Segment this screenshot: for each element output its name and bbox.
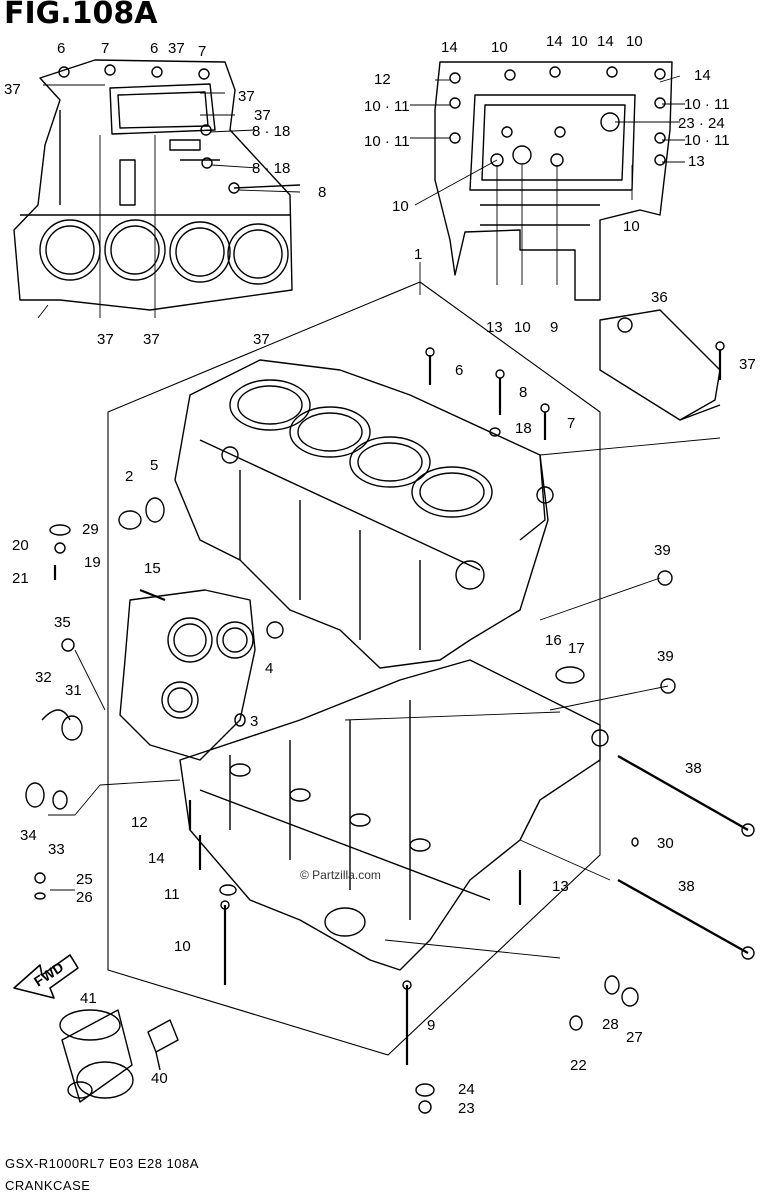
- callout-37f: 37: [143, 331, 160, 348]
- callout-1011c: 10 · 11: [364, 133, 410, 150]
- callout-31: 31: [65, 682, 82, 699]
- small-parts: [25, 427, 676, 1114]
- upper-crankcase: [174, 359, 554, 669]
- callout-12a: 12: [374, 71, 391, 88]
- callout-37a: 37: [168, 40, 185, 57]
- callout-3: 3: [250, 713, 258, 730]
- callout-37g: 37: [253, 331, 270, 348]
- figure-caption: CRANKCASE: [5, 1178, 91, 1193]
- callout-2: 2: [125, 468, 133, 485]
- side-cover: [119, 589, 256, 761]
- callout-1: 1: [414, 246, 422, 263]
- callout-37e: 37: [97, 331, 114, 348]
- fitting-40: [147, 1019, 179, 1071]
- callout-10e: 10: [623, 218, 640, 235]
- callout-818a: 8 · 18: [252, 123, 290, 140]
- callout-11: 11: [164, 886, 180, 903]
- callout-1011d: 10 · 11: [684, 132, 730, 149]
- callout-6b: 6: [150, 40, 158, 57]
- callout-1011b: 10 · 11: [684, 96, 730, 113]
- callout-5: 5: [150, 457, 158, 474]
- cover-36: [599, 309, 721, 421]
- callout-17: 17: [568, 640, 585, 657]
- callout-6a: 6: [57, 40, 65, 57]
- callout-14a: 14: [441, 39, 458, 56]
- callout-14e: 14: [148, 850, 165, 867]
- callout-14d: 14: [694, 67, 711, 84]
- callout-33: 33: [48, 841, 65, 858]
- callout-12b: 12: [131, 814, 148, 831]
- callout-8b: 8: [519, 384, 527, 401]
- callout-10g: 10: [174, 938, 191, 955]
- callout-39b: 39: [657, 648, 674, 665]
- callout-6c: 6: [455, 362, 463, 379]
- callout-13c: 13: [552, 878, 569, 895]
- callout-9a: 9: [550, 319, 558, 336]
- callout-23: 23: [458, 1100, 475, 1117]
- callout-15: 15: [144, 560, 161, 577]
- callout-22: 22: [570, 1057, 587, 1074]
- fwd-label: FWD: [31, 959, 66, 990]
- model-code: GSX-R1000RL7 E03 E28 108A: [5, 1156, 199, 1171]
- oil-filter: [59, 1009, 134, 1103]
- fwd-arrow: [13, 954, 79, 999]
- callout-30: 30: [657, 835, 674, 852]
- callout-26: 26: [76, 889, 93, 906]
- callout-29: 29: [82, 521, 99, 538]
- callout-38a: 38: [685, 760, 702, 777]
- callout-25: 25: [76, 871, 93, 888]
- watermark: © Partzilla.com: [300, 868, 381, 882]
- callout-7c: 7: [567, 415, 575, 432]
- callout-37h: 37: [739, 356, 756, 373]
- callout-19: 19: [84, 554, 101, 571]
- callout-7b: 7: [198, 43, 206, 60]
- callout-4: 4: [265, 660, 273, 677]
- callout-18: 18: [515, 420, 532, 437]
- callout-37d: 37: [254, 107, 271, 124]
- upper-crankcase-top-view: [13, 59, 301, 311]
- callout-9b: 9: [427, 1017, 435, 1034]
- callout-818b: 8 · 18: [252, 160, 290, 177]
- callout-28: 28: [602, 1016, 619, 1033]
- callout-40: 40: [151, 1070, 168, 1087]
- callout-24: 24: [458, 1081, 475, 1098]
- callout-10b: 10: [626, 33, 643, 50]
- callout-38b: 38: [678, 878, 695, 895]
- callout-36: 36: [651, 289, 668, 306]
- callout-32: 32: [35, 669, 52, 686]
- callout-10a: 10: [491, 39, 508, 56]
- callout-34: 34: [20, 827, 37, 844]
- figure-title: FIG.108A: [4, 0, 158, 31]
- callout-7a: 7: [101, 40, 109, 57]
- callout-21: 21: [12, 570, 29, 587]
- callout-2324a: 23 · 24: [678, 115, 725, 132]
- callout-13b: 13: [486, 319, 503, 336]
- callout-20: 20: [12, 537, 29, 554]
- callout-10d: 10: [392, 198, 409, 215]
- lower-crankcase: [179, 659, 609, 971]
- callout-37b: 37: [4, 81, 21, 98]
- callout-8a: 8: [318, 184, 326, 201]
- callout-13a: 13: [688, 153, 705, 170]
- callout-1011a: 10 · 11: [364, 98, 410, 115]
- long-bolt-38: [617, 754, 755, 960]
- callout-41: 41: [80, 990, 97, 1007]
- callout-39a: 39: [654, 542, 671, 559]
- callout-14b: 14: [546, 33, 563, 50]
- bolts: [53, 341, 725, 1065]
- callout-27: 27: [626, 1029, 643, 1046]
- callout-16: 16: [545, 632, 562, 649]
- callout-35: 35: [54, 614, 71, 631]
- callout-10c: 10: [571, 33, 588, 50]
- leader-lines: [37, 75, 721, 959]
- callout-10f: 10: [514, 319, 531, 336]
- callout-14c: 14: [597, 33, 614, 50]
- lower-crankcase-top-view: [434, 61, 673, 301]
- callout-37c: 37: [238, 88, 255, 105]
